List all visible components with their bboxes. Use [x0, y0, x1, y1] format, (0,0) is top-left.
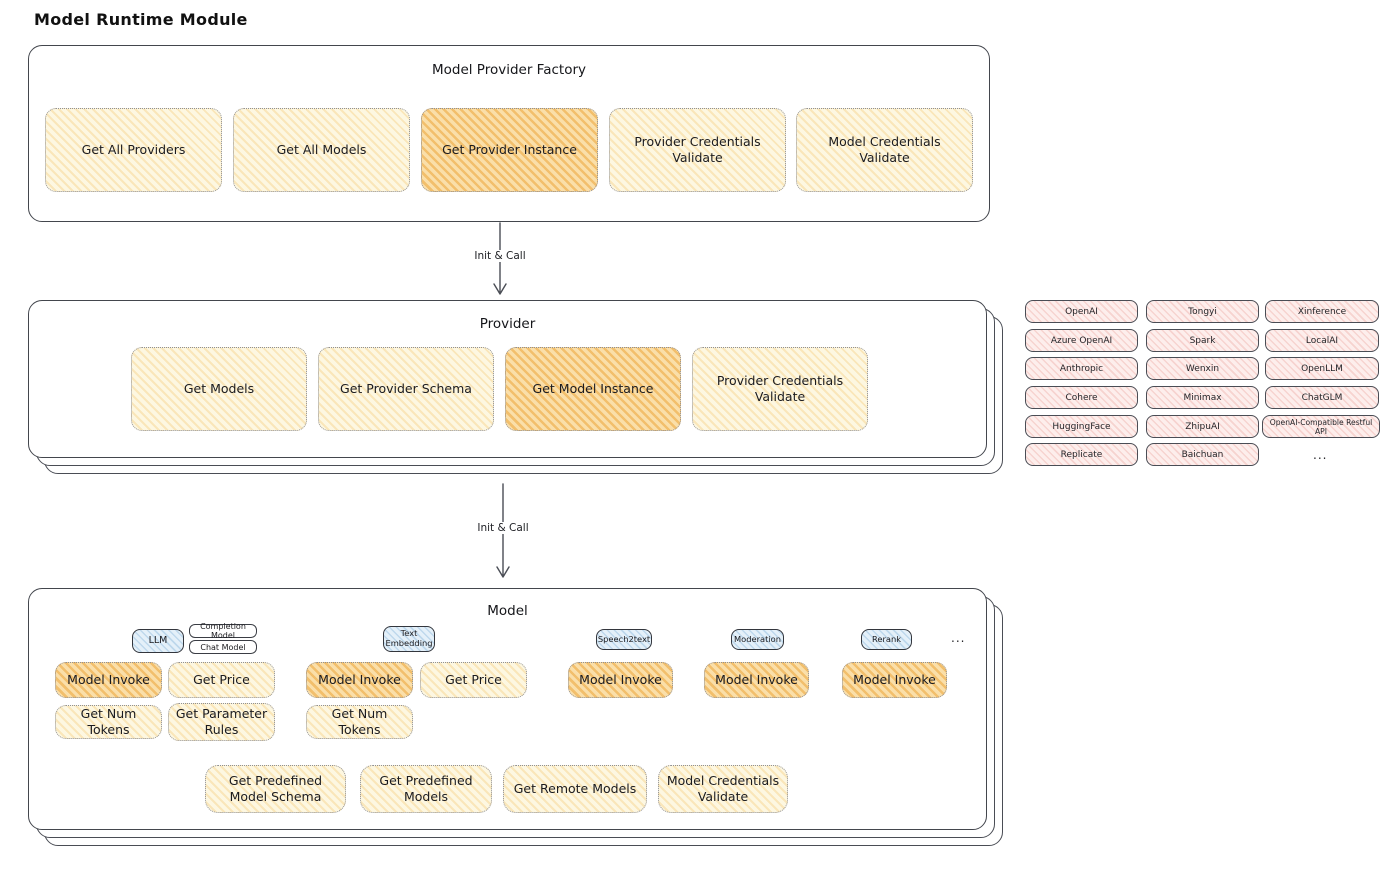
node-model-invoke-rerank: Model Invoke — [842, 662, 947, 698]
provider-chip-openllm: OpenLLM — [1265, 357, 1379, 380]
page-title: Model Runtime Module — [34, 10, 248, 29]
node-get-models: Get Models — [131, 347, 307, 431]
node-model-invoke-moderation: Model Invoke — [704, 662, 809, 698]
tag-llm: LLM — [132, 629, 184, 653]
node-get-model-instance: Get Model Instance — [505, 347, 681, 431]
model-title: Model — [487, 603, 528, 619]
provider-chip-huggingface: HuggingFace — [1025, 415, 1138, 438]
arrow-provider-to-model: Init & Call — [473, 483, 533, 583]
arrow-label: Init & Call — [473, 522, 533, 534]
node-provider-credentials-validate-2: Provider Credentials Validate — [692, 347, 868, 431]
model-tags-more: ... — [951, 631, 966, 645]
node-get-parameter-rules: Get Parameter Rules — [168, 703, 275, 741]
tag-chat-model: Chat Model — [189, 640, 257, 654]
node-provider-credentials-validate: Provider Credentials Validate — [609, 108, 786, 192]
node-get-provider-schema: Get Provider Schema — [318, 347, 494, 431]
provider-box: Provider Get Models Get Provider Schema … — [28, 300, 987, 458]
node-get-price-llm: Get Price — [168, 662, 275, 698]
node-model-invoke-speech2text: Model Invoke — [568, 662, 673, 698]
tag-rerank: Rerank — [861, 629, 912, 650]
provider-chip-cohere: Cohere — [1025, 386, 1138, 409]
model-box: Model LLM Completion Model Chat Model Te… — [28, 588, 987, 830]
factory-title: Model Provider Factory — [431, 62, 586, 78]
node-get-all-providers: Get All Providers — [45, 108, 222, 192]
tag-moderation: Moderation — [731, 629, 784, 650]
provider-chip-anthropic: Anthropic — [1025, 357, 1138, 380]
factory-box: Model Provider Factory Get All Providers… — [28, 45, 990, 222]
provider-chip-spark: Spark — [1146, 329, 1259, 352]
provider-chip-replicate: Replicate — [1025, 443, 1138, 466]
node-get-num-tokens-embedding: Get Num Tokens — [306, 705, 413, 739]
node-model-invoke-llm: Model Invoke — [55, 662, 162, 698]
provider-list-more: ... — [1313, 448, 1328, 462]
node-get-predefined-models: Get Predefined Models — [360, 765, 492, 813]
arrow-factory-to-provider: Init & Call — [470, 222, 530, 300]
node-get-provider-instance: Get Provider Instance — [421, 108, 598, 192]
node-get-all-models: Get All Models — [233, 108, 410, 192]
provider-chip-openai-compatible: OpenAI-Compatible Restful API — [1262, 415, 1380, 438]
node-model-credentials-validate-2: Model Credentials Validate — [658, 765, 788, 813]
node-get-num-tokens-llm: Get Num Tokens — [55, 705, 162, 739]
provider-chip-azure-openai: Azure OpenAI — [1025, 329, 1138, 352]
provider-list: OpenAI Azure OpenAI Anthropic Cohere Hug… — [1025, 300, 1385, 470]
provider-chip-zhipuai: ZhipuAI — [1146, 415, 1259, 438]
node-model-invoke-embedding: Model Invoke — [306, 662, 413, 698]
node-get-remote-models: Get Remote Models — [503, 765, 647, 813]
tag-completion-model: Completion Model — [189, 622, 257, 640]
node-get-price-embedding: Get Price — [420, 662, 527, 698]
provider-chip-openai: OpenAI — [1025, 300, 1138, 323]
provider-chip-tongyi: Tongyi — [1146, 300, 1259, 323]
provider-chip-chatglm: ChatGLM — [1265, 386, 1379, 409]
provider-chip-xinference: Xinference — [1265, 300, 1379, 323]
provider-chip-wenxin: Wenxin — [1146, 357, 1259, 380]
provider-title: Provider — [479, 316, 536, 332]
node-model-credentials-validate: Model Credentials Validate — [796, 108, 973, 192]
node-get-predefined-model-schema: Get Predefined Model Schema — [205, 765, 346, 813]
provider-chip-localai: LocalAI — [1265, 329, 1379, 352]
tag-speech2text: Speech2text — [596, 629, 652, 650]
provider-chip-minimax: Minimax — [1146, 386, 1259, 409]
provider-chip-baichuan: Baichuan — [1146, 443, 1259, 466]
tag-text-embedding: Text Embedding — [383, 626, 435, 652]
arrow-label: Init & Call — [470, 250, 530, 262]
